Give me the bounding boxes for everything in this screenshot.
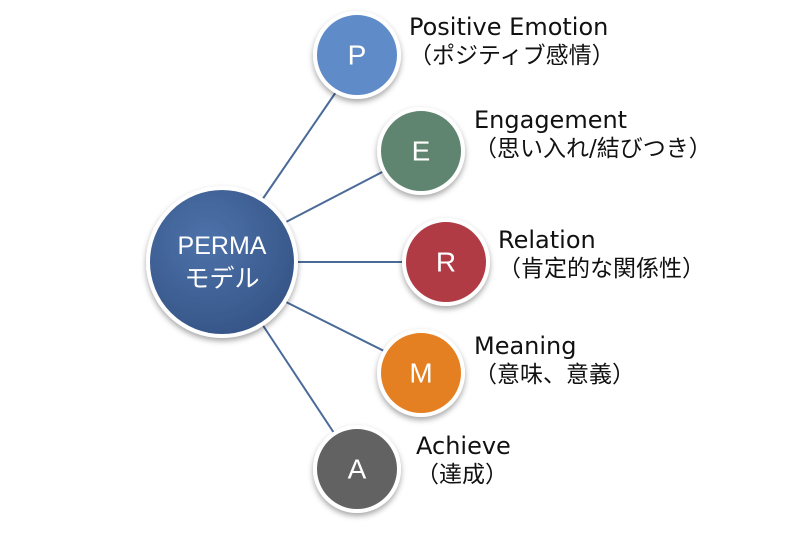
node-a: A bbox=[313, 425, 401, 513]
center-node: PERMA モデル bbox=[146, 186, 298, 338]
connector-a bbox=[261, 323, 337, 437]
label-p: Positive Emotion （ポジティブ感情） bbox=[409, 15, 615, 68]
label-e: Engagement （思い入れ/結びつき） bbox=[474, 108, 712, 161]
label-r-english: Relation bbox=[498, 226, 596, 254]
connectors bbox=[261, 91, 404, 437]
label-r: Relation （肯定的な関係性） bbox=[498, 228, 705, 281]
label-m-english: Meaning bbox=[474, 332, 577, 360]
label-a: Achieve （達成） bbox=[416, 434, 511, 487]
label-a-english: Achieve bbox=[416, 432, 511, 460]
node-p-circle bbox=[313, 11, 401, 99]
node-a-letter: A bbox=[348, 454, 367, 485]
node-p: P bbox=[313, 11, 401, 99]
center-circle bbox=[146, 186, 298, 338]
node-a-circle bbox=[313, 425, 401, 513]
node-e-letter: E bbox=[412, 136, 431, 167]
node-r: R bbox=[402, 218, 490, 306]
node-m: M bbox=[377, 329, 465, 417]
node-e-circle bbox=[377, 107, 465, 195]
connector-m bbox=[285, 301, 387, 353]
node-m-circle bbox=[377, 329, 465, 417]
label-e-english: Engagement bbox=[474, 106, 628, 134]
label-r-japanese: （肯定的な関係性） bbox=[498, 256, 705, 282]
label-p-japanese: （ポジティブ感情） bbox=[409, 43, 615, 69]
label-m: Meaning （意味、意義） bbox=[474, 334, 635, 387]
node-r-letter: R bbox=[436, 247, 456, 278]
label-p-english: Positive Emotion bbox=[409, 13, 609, 41]
center-title: PERMA bbox=[178, 232, 267, 260]
node-e: E bbox=[377, 107, 465, 195]
label-e-japanese: （思い入れ/結びつき） bbox=[474, 136, 712, 162]
node-m-letter: M bbox=[409, 358, 432, 389]
label-m-japanese: （意味、意義） bbox=[474, 362, 635, 388]
node-r-circle bbox=[402, 218, 490, 306]
center-subtitle: モデル bbox=[184, 265, 259, 293]
connector-e bbox=[285, 169, 387, 223]
node-p-letter: P bbox=[348, 40, 367, 71]
label-a-japanese: （達成） bbox=[416, 462, 508, 488]
connector-p bbox=[261, 91, 337, 201]
